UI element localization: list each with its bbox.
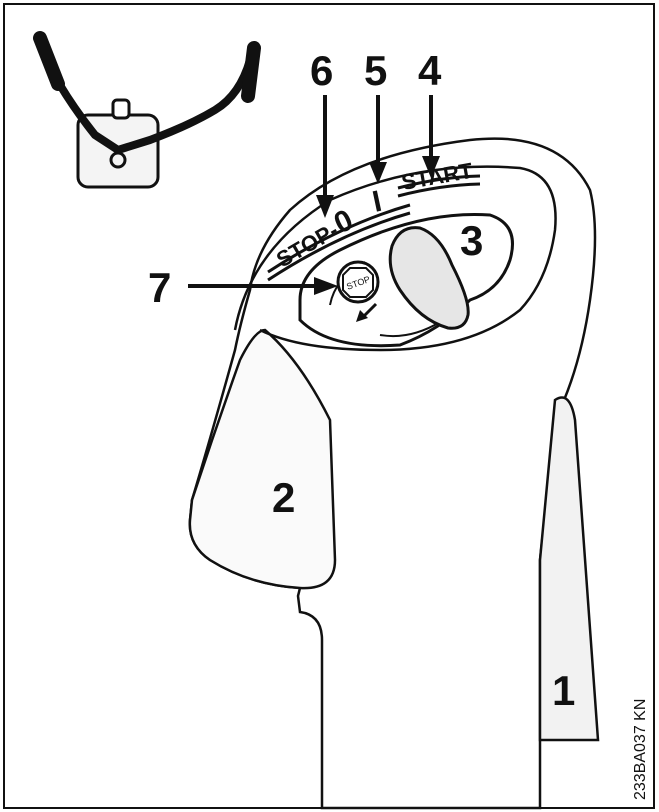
stop-button: STOP [336, 260, 380, 322]
underline-start-upper [397, 174, 481, 190]
arrow-6-head [316, 195, 334, 218]
underline-stop-upper [267, 203, 411, 274]
push-direction-arrowhead [356, 310, 368, 322]
inset-handlebar [38, 46, 254, 154]
combination-slide-control [388, 226, 470, 330]
callout-5: 5 [364, 47, 387, 94]
stop-button-octagon [342, 267, 374, 298]
label-underlines [267, 174, 481, 282]
callout-3: 3 [460, 217, 483, 264]
handle-body [188, 137, 600, 810]
callout-4: 4 [418, 47, 442, 94]
arrow-7-head [314, 277, 338, 295]
arrow-4-head [422, 156, 440, 178]
callout-2: 2 [272, 474, 295, 521]
throttle-lockout-lever [538, 396, 600, 742]
handlebar-inset [33, 31, 261, 189]
underline-start-lower [397, 182, 481, 198]
callout-6: 6 [310, 47, 333, 94]
combination-slide-lever [388, 226, 470, 330]
inset-left-grip [33, 31, 65, 91]
arrow-5-head [369, 162, 387, 184]
callout-1: 1 [552, 667, 575, 714]
callout-arrows [188, 95, 440, 295]
callout-7: 7 [148, 264, 171, 311]
figure-code: 233BA037 KN [632, 699, 649, 800]
throttle-trigger-lever [188, 328, 337, 590]
inset-right-grip [241, 41, 261, 103]
underline-stop-lower [267, 211, 411, 282]
inset-engine-top [111, 98, 131, 120]
